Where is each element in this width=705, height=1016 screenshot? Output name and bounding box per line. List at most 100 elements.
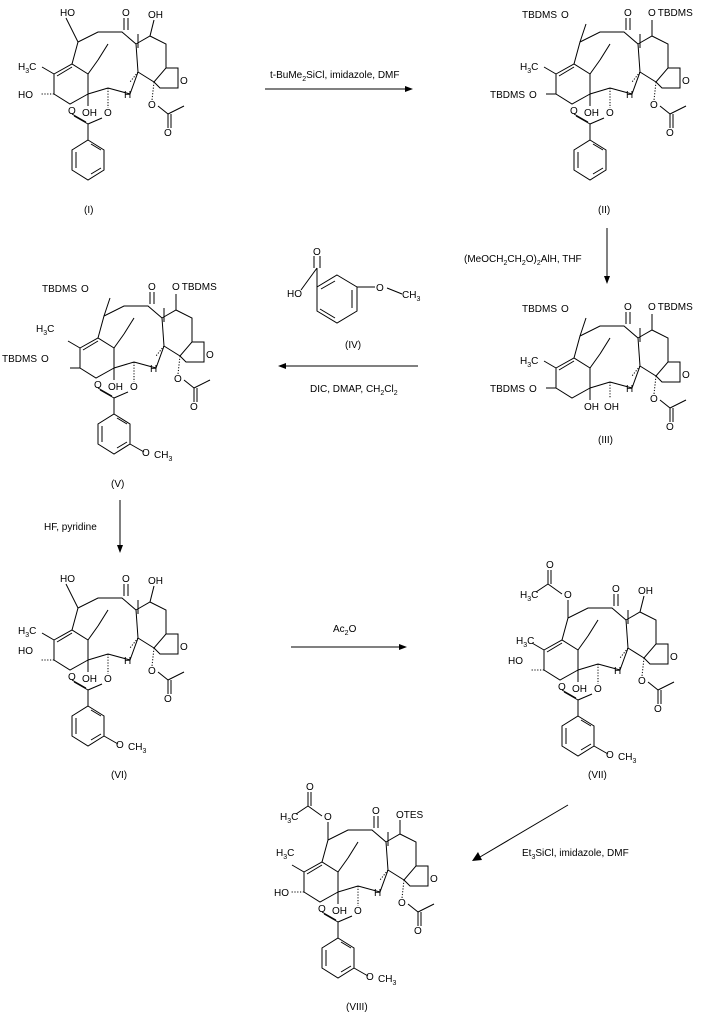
label-iii: (III): [598, 435, 613, 446]
methyl-a: H3C: [18, 62, 36, 75]
oxetane-o: O: [206, 350, 214, 361]
reagent-silylation: t-BuMe2SiCl, imidazole, DMF: [270, 70, 400, 83]
oxetane-o: O: [180, 642, 188, 653]
ester-o: O: [104, 674, 112, 685]
c7-oh: OH: [638, 586, 653, 597]
c9-ketone-o: O: [122, 574, 130, 585]
c9-ketone-o: O: [612, 584, 620, 595]
c1-oh: OH: [572, 684, 587, 695]
reagent-desilylation: HF, pyridine: [44, 522, 97, 533]
c7-oh: OH: [148, 10, 163, 21]
c9-ketone-o: O: [148, 282, 156, 293]
c1-oh: OH: [82, 108, 97, 119]
h-3: H: [124, 656, 131, 667]
reagent-esterification: DIC, DMAP, CH2Cl2: [310, 384, 398, 397]
reagent-reduction: (MeOCH2CH2O)2AlH, THF: [464, 254, 582, 267]
c13-oh: HO: [508, 656, 523, 667]
compound-vi-structure: HO OH HO OH O H O O O O O O CH3 H3C: [18, 574, 188, 755]
methyl-a: H3C: [520, 356, 538, 369]
ester-carbonyl-o: O: [94, 380, 102, 391]
oxetane-o: O: [682, 370, 690, 381]
methyl-a: H3C: [516, 636, 534, 649]
c10-acetyl-o: O: [306, 782, 314, 793]
ester-carbonyl-o: O: [570, 106, 578, 117]
c10-acetyl-ch3: H3C: [520, 590, 538, 603]
h-3: H: [626, 384, 633, 395]
c10-acetyl-ch3: H3C: [280, 812, 298, 825]
h-3: H: [626, 90, 633, 101]
c13-oh: HO: [18, 90, 33, 101]
ester-o: O: [606, 108, 614, 119]
c1-oh: OH: [332, 906, 347, 917]
c9-ketone-o: O: [624, 8, 632, 19]
arrow-i-to-ii: [265, 86, 413, 92]
oxetane-o: O: [682, 76, 690, 87]
c9-ketone-o: O: [624, 302, 632, 313]
c7-oh: OH: [148, 576, 163, 587]
acetate-carbonyl-o: O: [666, 422, 674, 433]
h-3: H: [150, 364, 157, 375]
methyl-a: H3C: [276, 848, 294, 861]
methoxy-ch3: CH3: [128, 742, 146, 755]
c1-oh: OH: [82, 674, 97, 685]
compound-vii-structure: O O H3C OH HO OH O H O O O O O O CH3 H3C: [508, 560, 678, 765]
label-v: (V): [111, 479, 124, 490]
c1-oh: OH: [108, 382, 123, 393]
ester-o: O: [104, 108, 112, 119]
reagent-acetylation: Ac2O: [333, 624, 357, 637]
ester-carbonyl-o: O: [318, 904, 326, 915]
methoxy-ch3: CH3: [154, 450, 172, 463]
c10-oh: HO: [60, 8, 75, 19]
methoxy-o: O: [376, 283, 384, 294]
c7-otes: OTES: [396, 810, 424, 821]
acetate-carbonyl-o: O: [654, 704, 662, 715]
acetate-carbonyl-o: O: [190, 402, 198, 413]
methoxy-o: O: [142, 448, 150, 459]
c10-ester-o: O: [564, 590, 572, 601]
ester-o: O: [594, 684, 602, 695]
methyl-a: H3C: [520, 62, 538, 75]
methoxy-ch3: CH3: [618, 752, 636, 765]
acetate-o: O: [148, 100, 156, 111]
h-3: H: [374, 888, 381, 899]
arrow-vi-to-vii: [291, 644, 407, 650]
arrow-iii-to-v: [278, 363, 418, 369]
c10-ester-o: O: [324, 812, 332, 823]
ester-carbonyl-o: O: [68, 672, 76, 683]
ester-carbonyl-o: O: [68, 106, 76, 117]
acetate-o: O: [650, 100, 658, 111]
h-3: H: [614, 666, 621, 677]
acetate-carbonyl-o: O: [164, 694, 172, 705]
c13-oh: HO: [274, 888, 289, 899]
ester-o: O: [354, 906, 362, 917]
compound-viii-structure: O O H3C OTES HO OH O H O O O O O O CH3 H…: [274, 782, 438, 987]
methoxy-o: O: [606, 750, 614, 761]
ester-carbonyl-o: O: [558, 682, 566, 693]
acetate-o: O: [398, 898, 406, 909]
label-vii: (VII): [588, 770, 607, 781]
compound-i-structure: HO OH HO OH O H O O O O O H3C: [18, 8, 188, 181]
reagent-tes-protection: Et3SiCl, imidazole, DMF: [522, 848, 629, 861]
label-vi: (VI): [111, 770, 127, 781]
methoxy-o: O: [366, 972, 374, 983]
c9-ketone-o: O: [372, 806, 380, 817]
methoxy-o: O: [116, 740, 124, 751]
c10-oh: HO: [60, 574, 75, 585]
c9-ketone-o: O: [122, 8, 130, 19]
c2-oh: OH: [604, 402, 619, 413]
c13-oh: HO: [18, 646, 33, 657]
acetate-carbonyl-o: O: [666, 128, 674, 139]
acetate-carbonyl-o: O: [414, 926, 422, 937]
methoxy-ch3: CH3: [378, 974, 396, 987]
